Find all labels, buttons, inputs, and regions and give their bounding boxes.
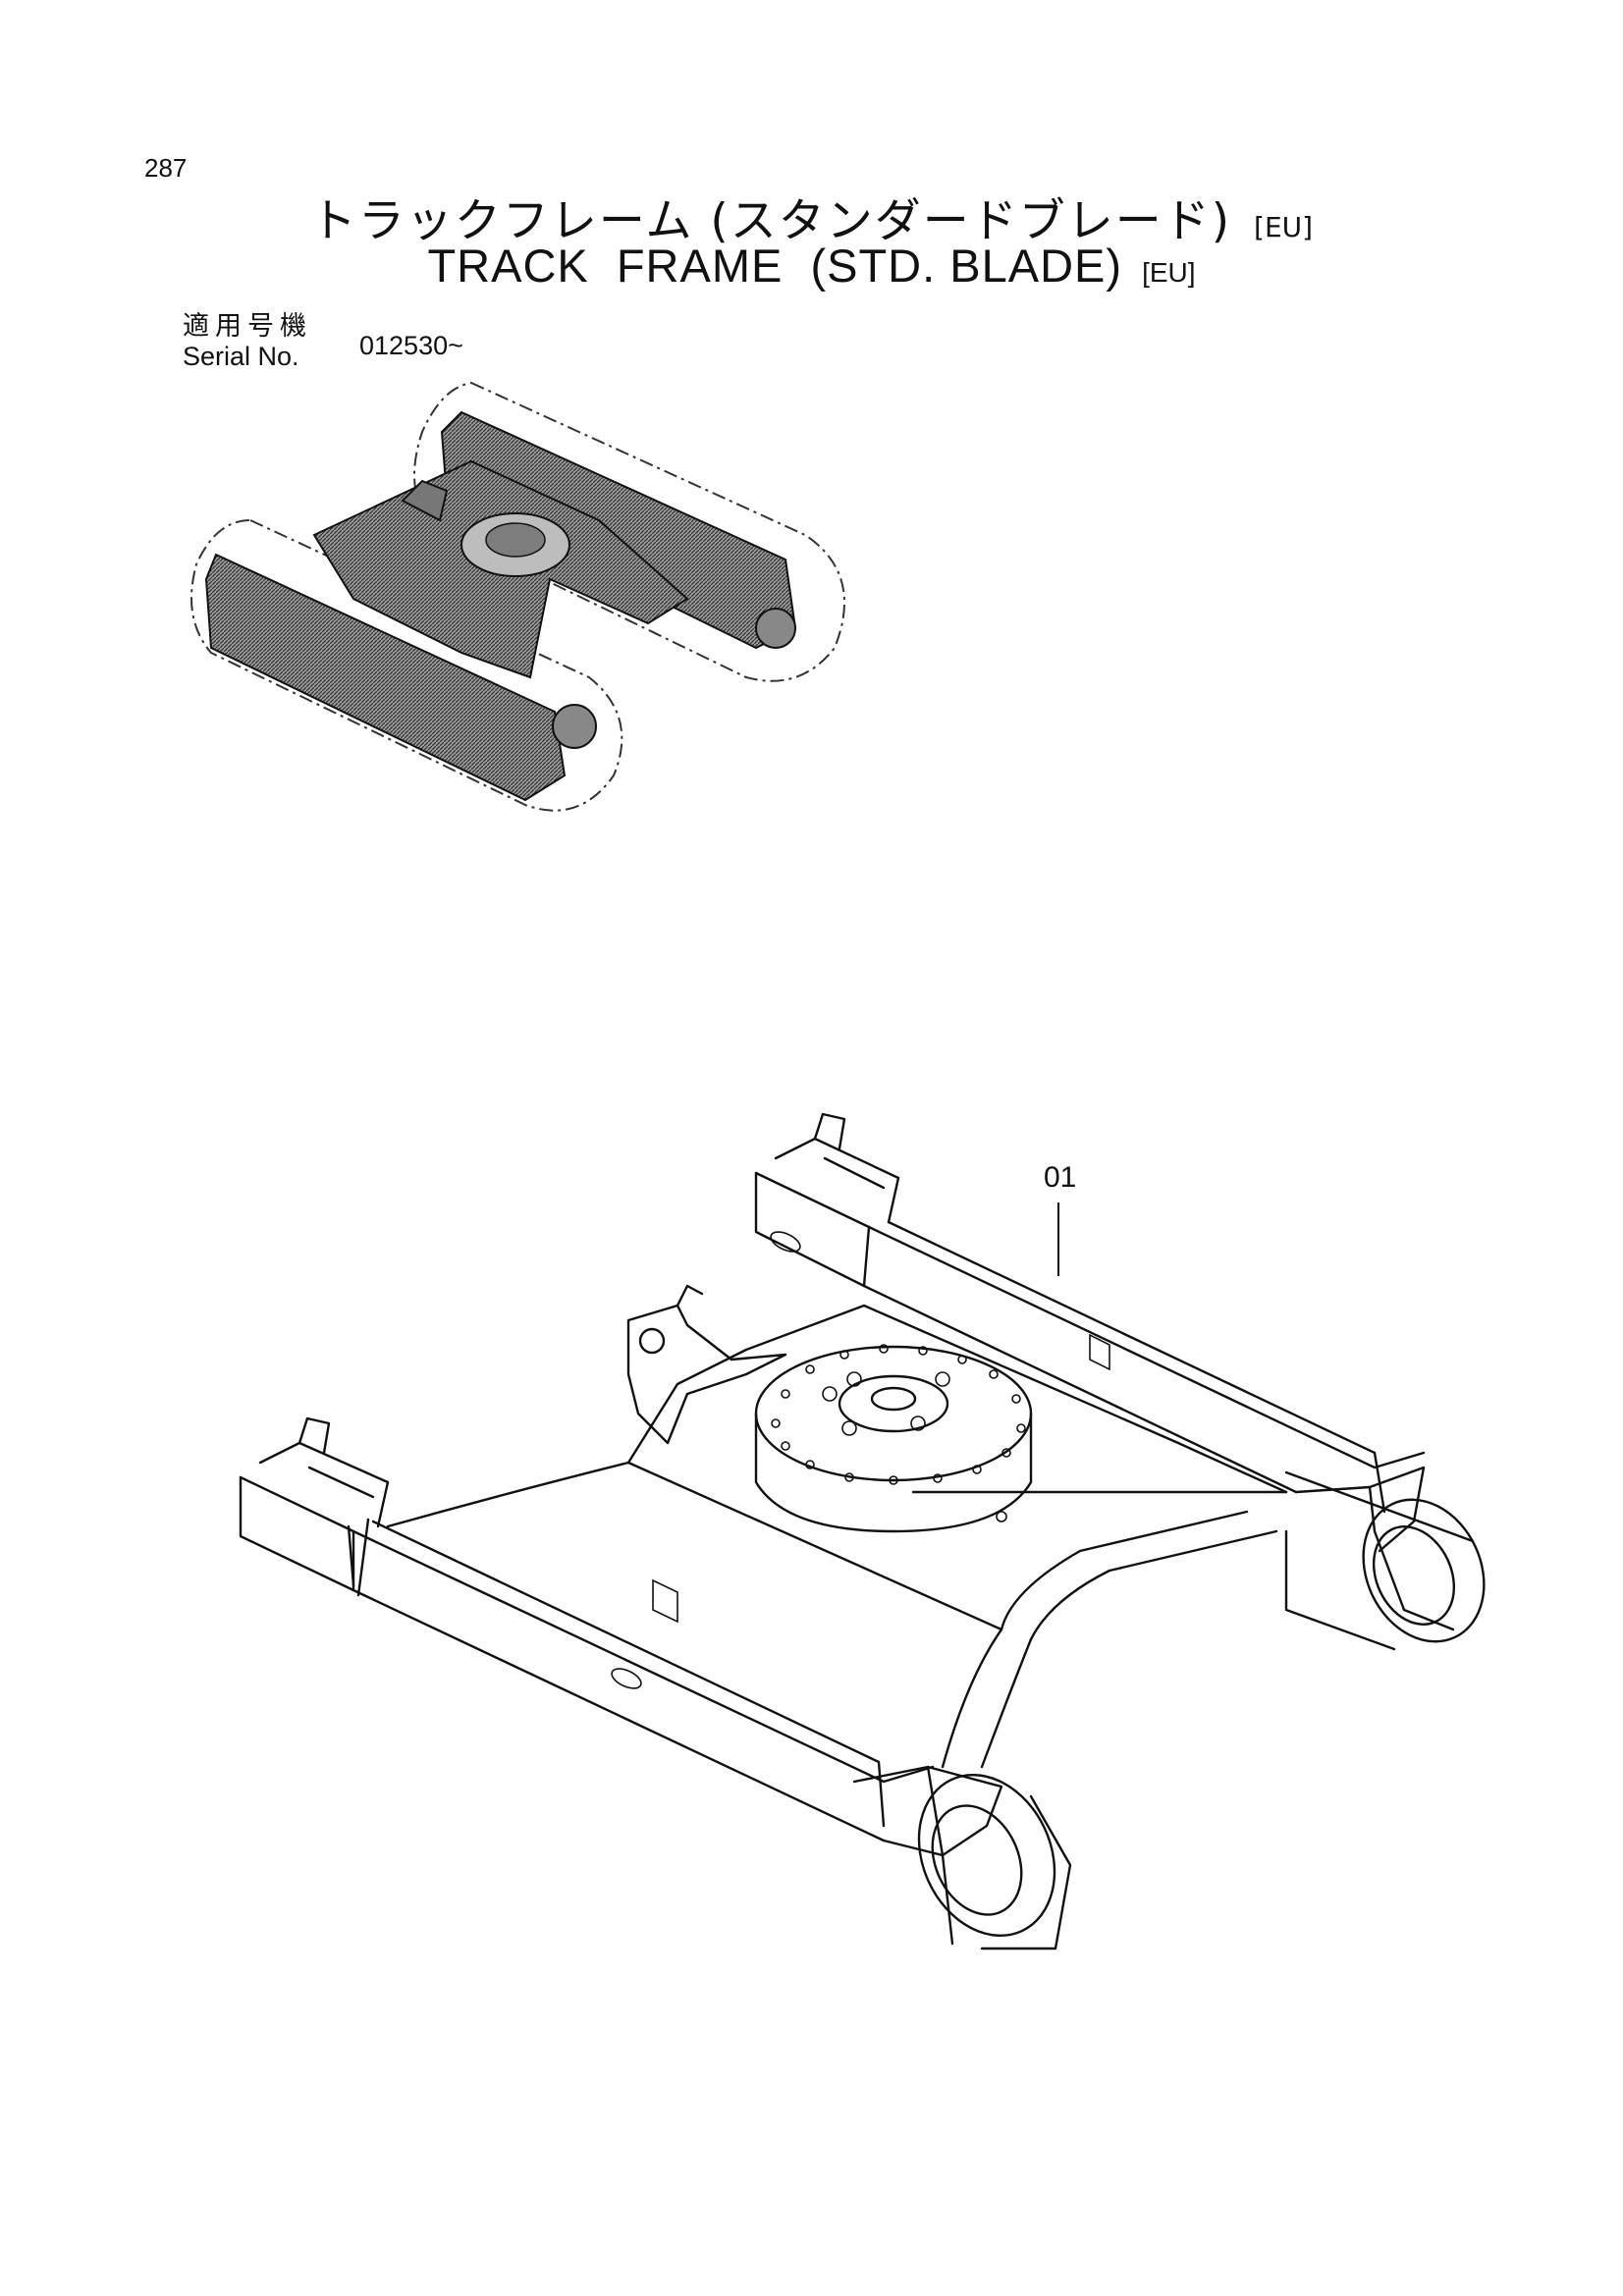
center-body: [386, 1304, 1288, 1528]
serial-label-block: 適用号機 Serial No.: [183, 311, 312, 372]
page-number: 287: [144, 153, 188, 183]
title-english-line: TRACK FRAME (STD. BLADE) [EU]: [0, 239, 1623, 293]
swing-bearing: [754, 1345, 1033, 1482]
title-english: TRACK FRAME (STD. BLADE): [427, 240, 1123, 292]
serial-number-value: 012530~: [359, 331, 463, 360]
title-japanese: トラックフレーム (スタンダードブレード): [309, 194, 1232, 248]
title-japanese-line: トラックフレーム (スタンダードブレード) [EU]: [0, 183, 1623, 250]
callout-01: 01: [1044, 1161, 1077, 1194]
serial-label-japanese: 適用号機: [183, 311, 312, 342]
left-side-frame: [239, 1475, 935, 1784]
right-side-frame: [754, 1171, 1426, 1469]
title-japanese-tag: [EU]: [1254, 211, 1314, 243]
serial-label-english: Serial No.: [183, 342, 299, 371]
title-english-tag: [EU]: [1142, 257, 1196, 288]
